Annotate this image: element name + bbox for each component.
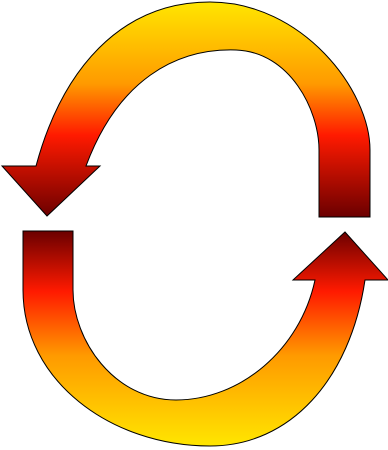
- top-curved-arrow: [2, 2, 370, 217]
- bottom-curved-arrow: [23, 231, 388, 446]
